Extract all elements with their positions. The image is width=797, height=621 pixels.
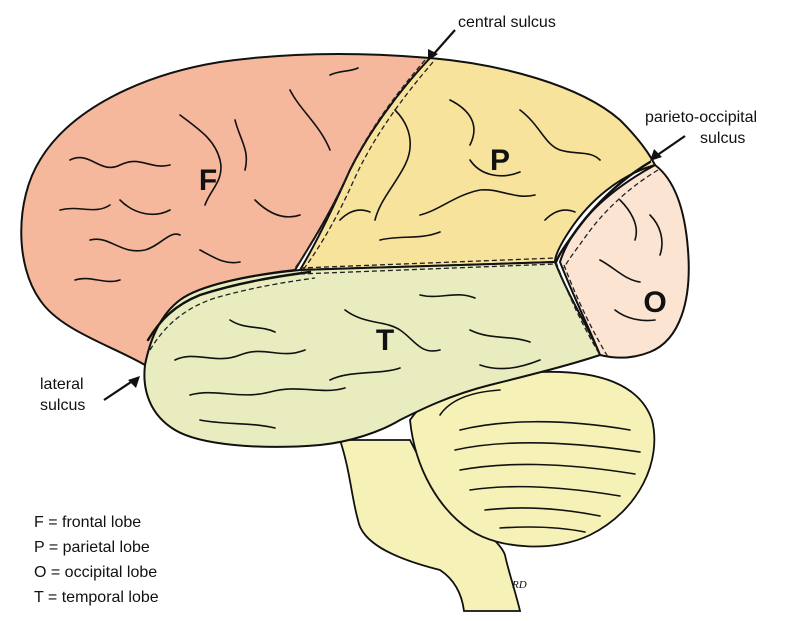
frontal-gyri xyxy=(59,67,359,283)
parietal-lobe-letter: P xyxy=(490,144,510,177)
central-sulcus-label: central sulcus xyxy=(458,14,556,31)
lateral-sulcus-line xyxy=(146,270,316,351)
parieto-occipital-label-line2: sulcus xyxy=(700,130,745,147)
central-sulcus-line xyxy=(291,59,434,275)
central-sulcus-arrow xyxy=(428,29,456,61)
lateral-sulcus-label-line1: lateral xyxy=(40,376,84,393)
legend-item-occipital: O = occipital lobe xyxy=(34,564,158,581)
occipital-lobe-letter: O xyxy=(643,286,666,319)
parietal-lobe xyxy=(298,56,657,272)
occipital-gyri xyxy=(599,199,663,322)
legend-item-temporal: T = temporal lobe xyxy=(34,589,159,606)
artist-signature: RD xyxy=(511,579,527,591)
temporal-gyri xyxy=(174,294,541,429)
temporal-lobe-letter: T xyxy=(376,324,394,357)
legend-item-parietal: P = parietal lobe xyxy=(34,539,150,556)
cerebellum-folia xyxy=(439,389,641,533)
parieto-occipital-label-line1: parieto-occipital xyxy=(645,109,757,126)
temporal-lobe xyxy=(143,260,602,448)
frontal-lobe-letter: F xyxy=(199,164,217,197)
lateral-sulcus-arrow xyxy=(103,376,140,401)
lateral-sulcus-label-line2: sulcus xyxy=(40,397,85,414)
temporal-boundary-line xyxy=(299,257,557,275)
legend-item-frontal: F = frontal lobe xyxy=(34,514,142,531)
parietal-gyri xyxy=(339,99,601,241)
parieto-occipital-arrow xyxy=(650,135,686,161)
parieto-occipital-sulcus-line xyxy=(554,160,659,358)
